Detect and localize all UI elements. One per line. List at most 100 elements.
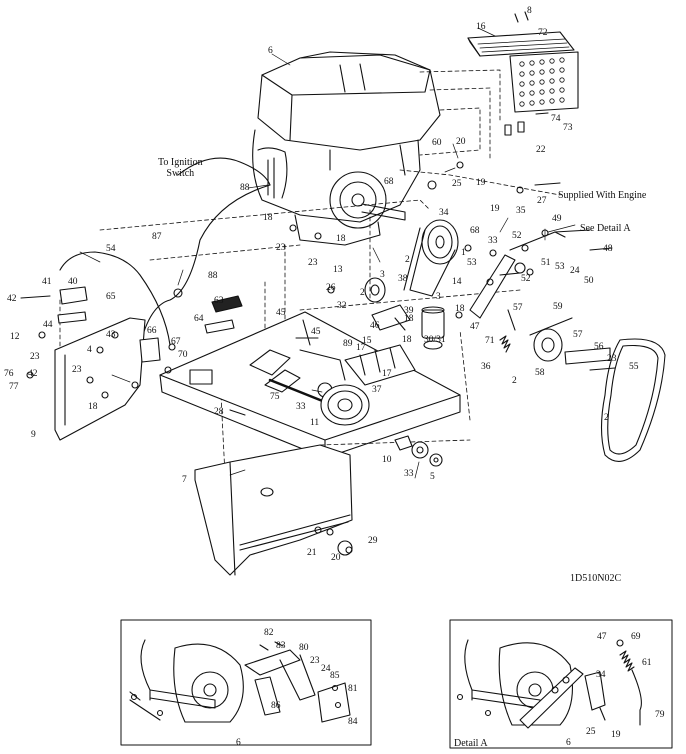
callout-75: 75 — [270, 392, 280, 402]
callout-60: 60 — [432, 138, 442, 148]
callout-17-upper: 17 — [356, 343, 366, 353]
callout-49: 49 — [552, 214, 562, 224]
callout-59: 59 — [553, 302, 563, 312]
callout-80: 80 — [299, 643, 309, 653]
main-frame — [159, 311, 461, 459]
callout-20-guard: 20 — [331, 553, 341, 563]
callout-57-top: 57 — [513, 303, 523, 313]
callout-43: 43 — [106, 330, 116, 340]
belt-guard — [194, 444, 353, 576]
callout-13: 13 — [333, 265, 343, 275]
engine-assembly — [252, 51, 441, 246]
callout-19-mid: 19 — [490, 204, 500, 214]
callout-67: 67 — [171, 337, 181, 347]
callout-34: 34 — [439, 208, 449, 218]
callout-33-top: 33 — [488, 236, 498, 246]
callout-61: 61 — [642, 658, 652, 668]
bushing-10 — [394, 435, 413, 451]
callout-25-top: 25 — [452, 179, 462, 189]
callout-30-31: 30/31 — [424, 335, 446, 345]
callout-73: 73 — [563, 123, 573, 133]
callout-58: 58 — [535, 368, 545, 378]
callout-70: 70 — [178, 350, 188, 360]
muffler-guard — [467, 11, 579, 136]
callout-2-belt-upper: 2 — [405, 255, 410, 265]
callout-2-clutch: 2 — [512, 376, 517, 386]
callout-25-detail: 25 — [586, 727, 596, 737]
callout-24-detail: 24 — [321, 664, 331, 674]
supplied-note: Supplied With Engine — [558, 190, 647, 201]
callout-63: 63 — [214, 296, 224, 306]
callout-47-detail: 47 — [597, 632, 607, 642]
engine-pulley — [403, 219, 459, 297]
callout-27: 27 — [537, 196, 547, 206]
filter-canister — [421, 306, 445, 350]
callout-52-top: 52 — [512, 231, 522, 241]
callout-54: 54 — [106, 244, 116, 254]
callout-5: 5 — [430, 472, 435, 482]
callout-4: 4 — [87, 345, 92, 355]
callout-2-loose-belt: 2 — [604, 413, 609, 423]
ignition-note-line2: Switch — [166, 168, 195, 179]
callout-36: 36 — [481, 362, 491, 372]
callout-53-left: 53 — [467, 258, 477, 268]
callout-28: 28 — [214, 407, 224, 417]
callout-17-lower: 17 — [382, 369, 392, 379]
callout-15: 15 — [362, 336, 372, 346]
callout-79: 79 — [655, 710, 665, 720]
clutch-pulley-58 — [533, 328, 563, 362]
nut-5 — [429, 453, 443, 467]
detail-a-label: Detail A — [454, 738, 488, 749]
callout-18-filter: 18 — [404, 314, 414, 324]
callout-76: 76 — [4, 369, 14, 379]
callout-57-right: 57 — [573, 330, 583, 340]
ignition-note-line1: To Ignition — [158, 157, 203, 168]
callout-3-upper: 3 — [380, 270, 385, 280]
callout-68-mid: 68 — [470, 226, 480, 236]
callout-22: 22 — [536, 145, 546, 155]
callout-74: 74 — [551, 114, 561, 124]
callout-47: 47 — [470, 322, 480, 332]
callout-45-top: 45 — [276, 308, 286, 318]
callout-16: 16 — [476, 22, 486, 32]
callout-11: 11 — [310, 418, 320, 428]
callout-88-mid: 88 — [208, 271, 218, 281]
callout-21: 21 — [307, 548, 317, 558]
callout-23-engine: 23 — [276, 243, 286, 253]
drawing-id: 1D510N02C — [570, 573, 622, 584]
callout-6-detail-a: 6 — [566, 738, 571, 748]
callout-6-detail: 6 — [236, 738, 241, 748]
callout-89: 89 — [343, 339, 353, 349]
clutch-lever-assembly — [469, 229, 591, 336]
callout-18-engine-right: 18 — [336, 234, 346, 244]
callout-81: 81 — [348, 684, 358, 694]
callout-6: 6 — [268, 46, 273, 56]
callout-29: 29 — [368, 536, 378, 546]
callout-52-mid: 52 — [521, 274, 531, 284]
callout-41: 41 — [42, 277, 52, 287]
callout-48: 48 — [603, 244, 613, 254]
callout-23-panel: 23 — [72, 365, 82, 375]
callout-64: 64 — [194, 314, 204, 324]
callout-18-engine-left: 18 — [263, 213, 273, 223]
callout-34-detail: 34 — [596, 670, 606, 680]
bracket-56 — [564, 347, 611, 365]
callout-42-low: 42 — [28, 369, 38, 379]
callout-19-detail: 19 — [611, 730, 621, 740]
callout-14: 14 — [452, 277, 462, 287]
detail-box-guard-bracket — [120, 619, 372, 746]
callout-42-top: 42 — [7, 294, 17, 304]
callout-51: 51 — [541, 258, 551, 268]
callout-84: 84 — [348, 717, 358, 727]
callout-65: 65 — [106, 292, 116, 302]
ignition-wire — [139, 157, 271, 346]
callout-9: 9 — [31, 430, 36, 440]
callout-68-top: 68 — [384, 177, 394, 187]
callout-39: 39 — [404, 306, 414, 316]
callout-38: 38 — [398, 274, 408, 284]
callout-33-lower: 33 — [404, 469, 414, 479]
callout-26: 26 — [326, 283, 336, 293]
callout-23-frame: 23 — [308, 258, 318, 268]
callout-46: 46 — [370, 321, 380, 331]
